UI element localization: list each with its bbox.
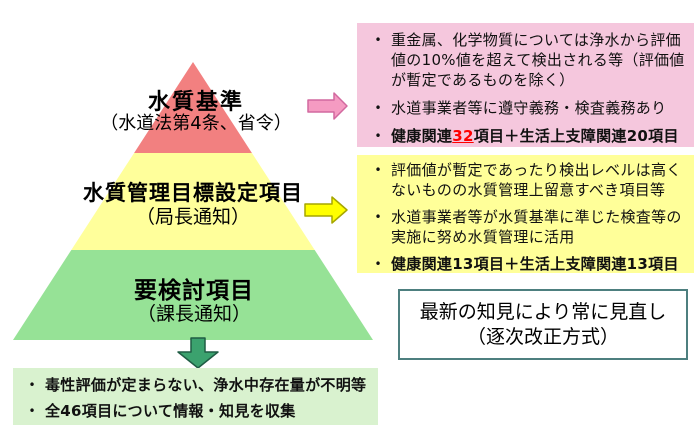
list-item: • 評価値が暫定であったり検出レベルは高くないものの水質管理上留意すべき項目等 <box>365 160 689 200</box>
callout-text: 全46項目について情報・知見を収集 <box>45 402 296 420</box>
callout-text: 毒性評価が定まらない、浄水中存在量が不明等 <box>45 376 367 394</box>
pyramid-level-top <box>134 62 252 153</box>
bullet-icon: • <box>374 210 382 224</box>
list-item: • 重金属、化学物質については浄水から評価値の10%値を超えて検出される等（評価… <box>365 30 689 90</box>
callout-text: 水道事業者等が水質基準に準じた検査等の実施に努め水質管理に活用 <box>391 208 682 246</box>
list-item-summary: • 健康関連32項目＋生活上支障関連20項目 <box>365 126 689 146</box>
list-item: • 水道事業者等が水質基準に準じた検査等の実施に努め水質管理に活用 <box>365 207 689 247</box>
callout-text: 評価値が暫定であったり検出レベルは高くないものの水質管理上留意すべき項目等 <box>391 161 682 199</box>
water-quality-standards-callout: • 重金属、化学物質については浄水から評価値の10%値を超えて検出される等（評価… <box>357 23 694 147</box>
pyramid-top-title: 水質基準 <box>147 90 245 115</box>
revision-note-line1: 最新の知見により常に見直し <box>419 300 667 323</box>
bullet-icon: • <box>374 163 382 177</box>
list-item-summary: • 健康関連13項目＋生活上支障関連13項目 <box>365 254 689 274</box>
pyramid-level-bottom <box>13 250 373 340</box>
management-target-items-callout: • 評価値が暫定であったり検出レベルは高くないものの水質管理上留意すべき項目等 … <box>357 155 694 273</box>
revision-policy-note: 最新の知見により常に見直し （逐次改正方式） <box>398 289 688 360</box>
callout-summary-text: 健康関連32項目＋生活上支障関連20項目 <box>391 126 689 146</box>
summary-suffix: 項目＋生活上支障関連20項目 <box>473 127 679 145</box>
bullet-icon: • <box>28 404 36 418</box>
callout-text: 重金属、化学物質については浄水から評価値の10%値を超えて検出される等（評価値が… <box>391 31 685 89</box>
revision-note-line2: （逐次改正方式） <box>466 325 619 348</box>
list-item: • 全46項目について情報・知見を収集 <box>19 401 374 421</box>
pyramid-level-middle <box>71 153 315 250</box>
bullet-icon: • <box>374 257 382 271</box>
callout-text: 水道事業者等に遵守義務・検査義務あり <box>391 99 667 117</box>
items-under-review-callout: • 毒性評価が定まらない、浄水中存在量が不明等 • 全46項目について情報・知見… <box>13 368 378 425</box>
bullet-icon: • <box>374 101 382 115</box>
arrow-down-green-icon <box>177 337 219 369</box>
pyramid-middle-title: 水質管理目標設定項目 <box>83 181 303 205</box>
callout-summary-text: 健康関連13項目＋生活上支障関連13項目 <box>391 255 679 273</box>
list-item: • 水道事業者等に遵守義務・検査義務あり <box>365 98 689 118</box>
pyramid-top-subtitle: （水道法第4条、省令） <box>100 113 292 134</box>
list-item: • 毒性評価が定まらない、浄水中存在量が不明等 <box>19 375 374 395</box>
arrow-right-pink-icon <box>307 92 348 120</box>
bullet-icon: • <box>374 129 382 143</box>
summary-prefix: 健康関連 <box>391 127 453 145</box>
bullet-icon: • <box>374 33 382 47</box>
bullet-icon: • <box>28 378 36 392</box>
summary-highlight-count: 32 <box>452 127 474 145</box>
arrow-right-yellow-icon <box>304 196 348 224</box>
pyramid-middle-subtitle: （局長通知） <box>135 206 251 228</box>
pyramid-bottom-title: 要検討項目 <box>134 278 254 304</box>
pyramid-bottom-subtitle: （課長通知） <box>136 303 252 325</box>
